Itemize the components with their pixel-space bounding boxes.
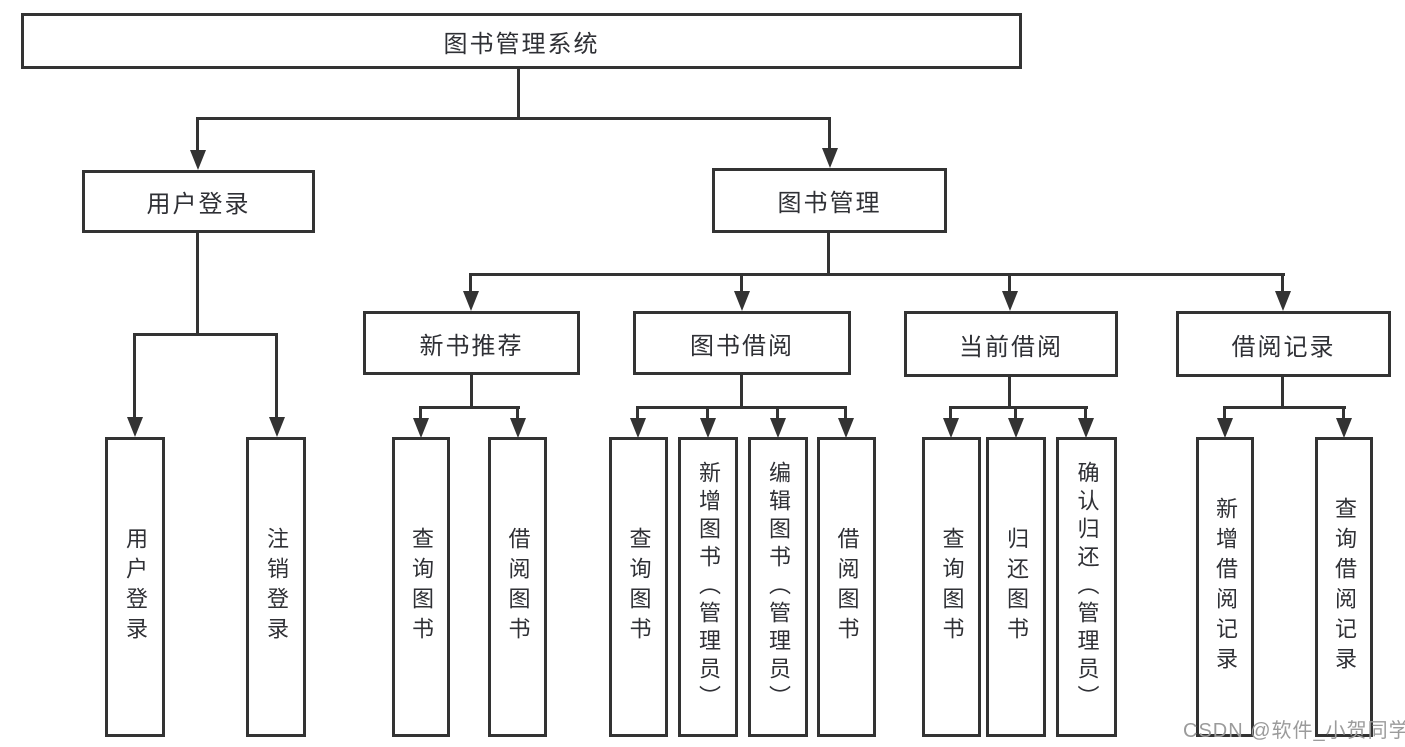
leaf-query-book-under-current: 查询图书 bbox=[922, 437, 981, 737]
arrowhead-down-icon bbox=[838, 418, 854, 438]
arrowhead-down-icon bbox=[510, 418, 526, 438]
connector-segment bbox=[1342, 406, 1345, 420]
connector-segment bbox=[706, 406, 709, 420]
node-label: 查询图书 bbox=[939, 527, 965, 647]
leaf-query-book-under-recommend: 查询图书 bbox=[392, 437, 450, 737]
node-label: 图书管理系统 bbox=[443, 30, 600, 58]
node-user-login: 用户登录 bbox=[82, 170, 315, 233]
arrowhead-down-icon bbox=[630, 418, 646, 438]
node-label: 用户登录 bbox=[146, 191, 251, 218]
node-label: 查询图书 bbox=[626, 527, 652, 647]
node-label: 编辑图书（管理员） bbox=[766, 461, 791, 713]
leaf-borrow-book-under-recommend: 借阅图书 bbox=[488, 437, 547, 737]
node-label: 借阅记录 bbox=[1231, 333, 1336, 361]
leaf-logout: 注销登录 bbox=[246, 437, 306, 737]
leaf-add-borrow-record: 新增借阅记录 bbox=[1196, 437, 1254, 737]
connector-segment bbox=[419, 406, 520, 409]
node-label: 图书管理 bbox=[777, 190, 882, 217]
node-label: 查询借阅记录 bbox=[1332, 497, 1357, 677]
arrowhead-down-icon bbox=[734, 291, 750, 311]
connector-segment bbox=[776, 406, 779, 420]
node-label: 借阅图书 bbox=[505, 527, 531, 647]
arrowhead-down-icon bbox=[1336, 418, 1352, 438]
arrowhead-down-icon bbox=[943, 418, 959, 438]
csdn-watermark: CSDN @软件_小贺同学 bbox=[1183, 720, 1405, 742]
connector-segment bbox=[844, 406, 847, 420]
node-label: 新书推荐 bbox=[419, 332, 524, 360]
connector-segment bbox=[1223, 406, 1346, 409]
arrowhead-down-icon bbox=[269, 417, 285, 437]
arrowhead-down-icon bbox=[1217, 418, 1233, 438]
node-label: 新增图书（管理员） bbox=[696, 461, 721, 713]
arrowhead-down-icon bbox=[770, 418, 786, 438]
leaf-query-book-under-borrow: 查询图书 bbox=[609, 437, 668, 737]
connector-segment bbox=[133, 333, 278, 336]
node-label: 查询图书 bbox=[409, 527, 434, 647]
node-label: 用户登录 bbox=[123, 527, 148, 647]
connector-segment bbox=[740, 273, 743, 293]
connector-segment bbox=[196, 117, 199, 152]
leaf-return-book: 归还图书 bbox=[986, 437, 1046, 737]
node-label: 图书借阅 bbox=[690, 332, 794, 360]
leaf-confirm-return-admin: 确认归还（管理员） bbox=[1056, 437, 1117, 737]
connector-segment bbox=[1223, 406, 1226, 420]
node-label: 归还图书 bbox=[1004, 527, 1029, 647]
connector-segment bbox=[133, 333, 136, 419]
connector-segment bbox=[740, 375, 743, 409]
arrowhead-down-icon bbox=[127, 417, 143, 437]
connector-segment bbox=[517, 69, 520, 120]
arrowhead-down-icon bbox=[1008, 418, 1024, 438]
node-borrow-records: 借阅记录 bbox=[1176, 311, 1391, 377]
connector-segment bbox=[516, 406, 519, 420]
connector-segment bbox=[1008, 375, 1011, 409]
connector-segment bbox=[419, 406, 422, 420]
connector-segment bbox=[469, 273, 472, 293]
node-root-system: 图书管理系统 bbox=[21, 13, 1022, 69]
connector-segment bbox=[1014, 406, 1017, 420]
arrowhead-down-icon bbox=[190, 150, 206, 170]
leaf-add-book-admin: 新增图书（管理员） bbox=[678, 437, 738, 737]
node-book-borrow: 图书借阅 bbox=[633, 311, 851, 375]
connector-segment bbox=[949, 406, 952, 420]
arrowhead-down-icon bbox=[1275, 291, 1291, 311]
leaf-query-borrow-record: 查询借阅记录 bbox=[1315, 437, 1373, 737]
arrowhead-down-icon bbox=[1078, 418, 1094, 438]
leaf-edit-book-admin: 编辑图书（管理员） bbox=[748, 437, 808, 737]
arrowhead-down-icon bbox=[700, 418, 716, 438]
node-label: 确认归还（管理员） bbox=[1074, 461, 1100, 713]
connector-segment bbox=[828, 117, 831, 150]
connector-segment bbox=[275, 333, 278, 419]
node-label: 注销登录 bbox=[264, 527, 289, 647]
connector-segment bbox=[1281, 375, 1284, 409]
node-label: 当前借阅 bbox=[959, 333, 1063, 361]
node-label: 借阅图书 bbox=[834, 527, 860, 647]
connector-segment bbox=[196, 233, 199, 336]
node-new-book-recommend: 新书推荐 bbox=[363, 311, 580, 375]
arrowhead-down-icon bbox=[413, 418, 429, 438]
connector-segment bbox=[470, 375, 473, 409]
arrowhead-down-icon bbox=[1002, 291, 1018, 311]
connector-segment bbox=[949, 406, 1088, 409]
connector-segment bbox=[827, 233, 830, 276]
arrowhead-down-icon bbox=[463, 291, 479, 311]
connector-segment bbox=[1084, 406, 1087, 420]
leaf-borrow-book-under-borrow: 借阅图书 bbox=[817, 437, 876, 737]
arrowhead-down-icon bbox=[822, 148, 838, 168]
connector-segment bbox=[196, 117, 831, 120]
connector-segment bbox=[469, 273, 1285, 276]
node-book-management: 图书管理 bbox=[712, 168, 947, 233]
leaf-user-login: 用户登录 bbox=[105, 437, 165, 737]
connector-segment bbox=[636, 406, 639, 420]
node-current-borrow: 当前借阅 bbox=[904, 311, 1118, 377]
node-label: 新增借阅记录 bbox=[1213, 497, 1238, 677]
connector-segment bbox=[1008, 273, 1011, 293]
connector-segment bbox=[1281, 273, 1284, 293]
connector-segment bbox=[636, 406, 847, 409]
